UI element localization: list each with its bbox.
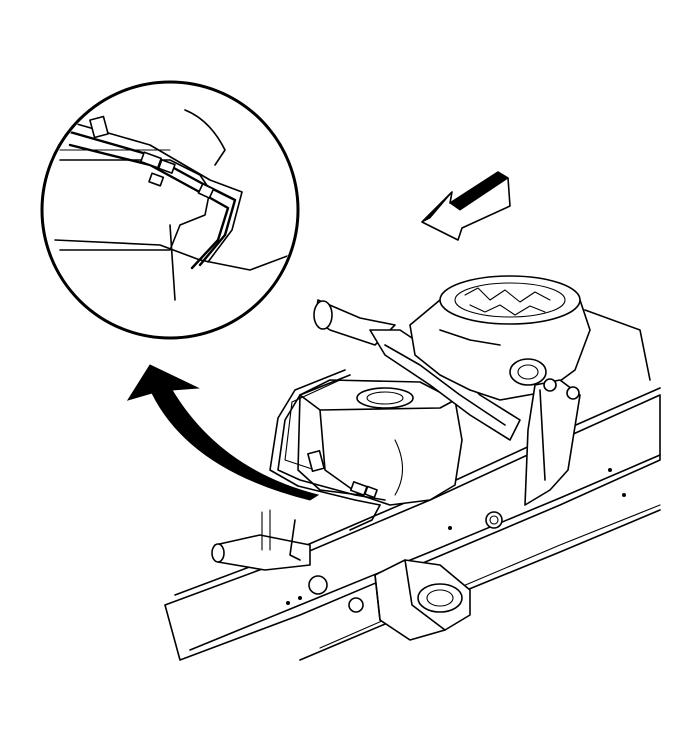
fuel-pump-module	[409, 275, 651, 401]
curved-arrow-to-detail	[126, 364, 320, 501]
tow-bracket	[374, 559, 471, 641]
crossbar-stub	[211, 509, 311, 571]
rear-bracket	[524, 378, 581, 506]
circular-inset-detail	[40, 80, 300, 340]
fuel-tank	[297, 379, 463, 506]
forward-direction-arrow	[421, 171, 511, 241]
fuel-lines	[269, 369, 386, 531]
